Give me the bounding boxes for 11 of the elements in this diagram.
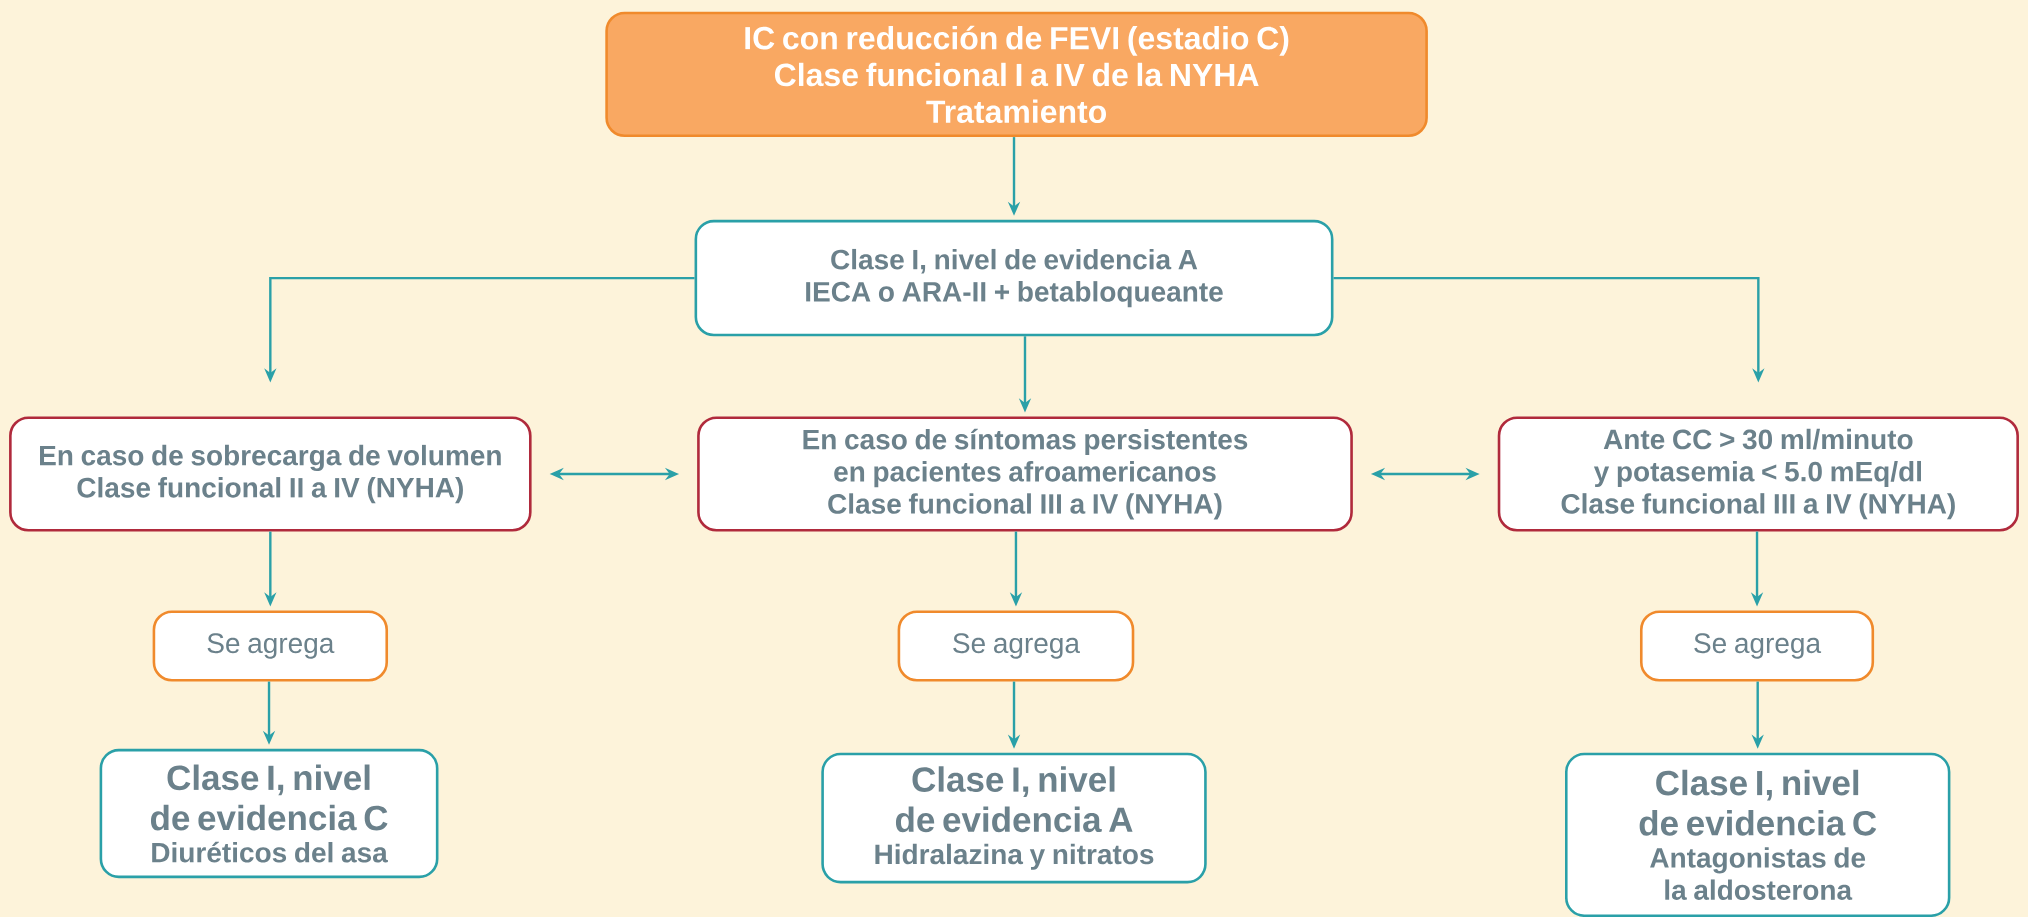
result-box: Clase I, nivel de evidencia A Hidralazina y nitratos: [821, 752, 1207, 884]
result-box: Clase I, nivel de evidencia C Diuréticos del asa: [99, 748, 439, 879]
step-box: Se agrega: [897, 610, 1135, 682]
step-box: Se agrega: [1640, 610, 1875, 682]
recommendation-box: Clase I, nivel de evidencia A IECA o ARA-II + betabloqueante: [694, 219, 1334, 337]
condition-box: En caso de síntomas persistentes en pacientes afroamericanos Clase funcional III a IV (NYHA): [697, 416, 1353, 532]
condition-box: En caso de sobrecarga de volumen Clase funcional II a IV (NYHA): [9, 416, 532, 532]
step-box: Se agrega: [152, 610, 389, 682]
title-box: IC con reducción de FEVI (estadio C) Clase funcional I a IV de la NYHA Tratamiento: [605, 11, 1428, 138]
result-box: Clase I, nivel de evidencia C Antagonistas de la aldosterona: [1565, 752, 1951, 917]
condition-box: Ante CC > 30 ml/minuto y potasemia < 5.0 mEq/dl Clase funcional III a IV (NYHA): [1497, 416, 2019, 532]
